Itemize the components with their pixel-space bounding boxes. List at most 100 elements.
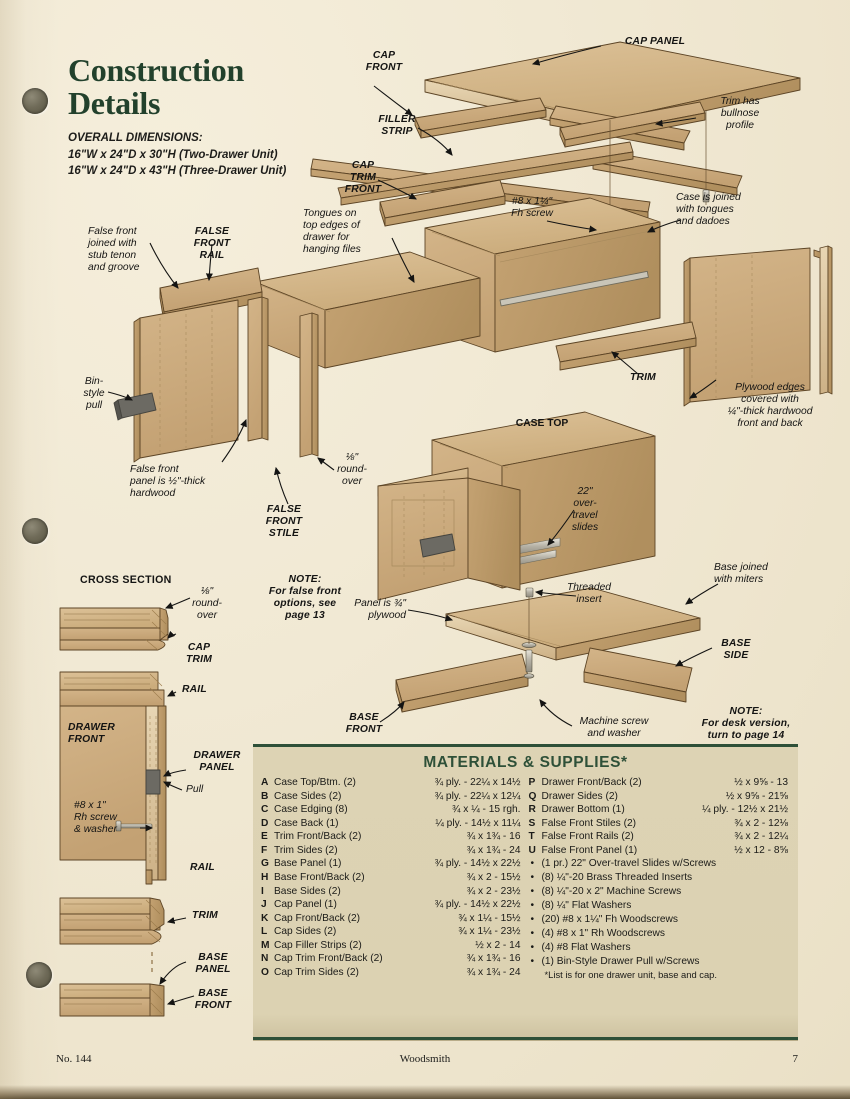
materials-dimension: ¾ x 1¾ - 24 — [466, 844, 521, 856]
materials-dimension: ¾ ply. - 14½ x 22½ — [434, 899, 521, 911]
threaded-insert-icon — [525, 587, 534, 598]
materials-dimension: ¾ x 1¾ - 16 — [466, 953, 521, 965]
page-title: Construction Details — [68, 52, 368, 122]
materials-footnote: *List is for one drawer unit, base and c… — [544, 969, 718, 981]
materials-bullet: •(1) Bin-Style Drawer Pull w/Screws — [530, 955, 700, 967]
materials-part-name: False Front Panel (1) — [541, 844, 638, 856]
callout-base-front-cross-section: BASE FRONT — [194, 988, 232, 1012]
materials-key: T — [528, 831, 535, 843]
callout-rail-lower: RAIL — [190, 862, 215, 873]
callout-fh-screw: #8 x 1¼" Fh screw — [511, 196, 553, 220]
false-front-stile-part-2 — [299, 312, 319, 458]
materials-key: S — [528, 817, 536, 829]
materials-part-name: Base Sides (2) — [274, 885, 341, 897]
materials-key: C — [261, 804, 269, 816]
callout-trim-bullnose: Trim has bullnose profile — [720, 96, 760, 132]
materials-key: E — [261, 831, 268, 843]
materials-key: N — [261, 953, 269, 965]
callout-base-front: BASE FRONT — [345, 712, 383, 736]
cross-section-drawing — [59, 607, 169, 1017]
materials-dimension: ¾ ply. - 22¼ x 12¼ — [434, 790, 521, 802]
case-edging-part — [813, 245, 833, 395]
cap-front-part — [414, 97, 547, 139]
materials-part-name: Base Panel (1) — [274, 858, 342, 870]
footer-magazine: Woodsmith — [399, 1053, 451, 1065]
page-title-line1: Construction — [68, 52, 244, 88]
callout-cap-trim-front: CAP TRIM FRONT — [344, 160, 382, 196]
callout-base-panel-cross-section: BASE PANEL — [195, 952, 231, 976]
materials-bullet: •(4) #8 Flat Washers — [530, 941, 631, 953]
callout-rh-screw: #8 x 1" Rh screw & washer — [74, 800, 117, 836]
materials-bullet: •(4) #8 x 1" Rh Woodscrews — [530, 927, 665, 939]
callout-cap-panel: CAP PANEL — [624, 36, 686, 47]
callout-roundover-exploded: ⅛" round- over — [337, 452, 367, 488]
materials-key: A — [261, 777, 269, 788]
materials-dimension: ¾ x 1¾ - 24 — [466, 966, 521, 978]
callout-case-joined: Case is joined with tongues and dadoes — [676, 192, 741, 228]
callout-threaded-insert: Threaded insert — [566, 582, 612, 606]
materials-key: F — [261, 844, 268, 856]
callout-note-desk-version: NOTE: For desk version, turn to page 14 — [701, 706, 791, 742]
overall-dimensions: OVERALL DIMENSIONS: 16"W x 24"D x 30"H (… — [68, 130, 368, 180]
materials-dimension: ¾ x 2 - 23½ — [466, 885, 521, 897]
materials-key: J — [261, 899, 267, 911]
materials-dimension: ½ x 9⅝ - 21⅝ — [725, 790, 788, 802]
base-side-part — [583, 647, 693, 703]
callout-bin-style-pull: Bin- style pull — [83, 376, 105, 412]
cap-trim-front-part — [379, 179, 506, 227]
materials-dimension: ¾ x ¼ - 15 rgh. — [451, 804, 521, 816]
punch-hole-middle — [22, 518, 48, 544]
materials-part-name: Case Top/Btm. (2) — [274, 777, 356, 788]
materials-part-name: Cap Panel (1) — [274, 899, 337, 911]
materials-dimension: ¾ x 1¼ - 23½ — [458, 926, 521, 938]
materials-part-name: Cap Trim Front/Back (2) — [274, 953, 383, 965]
dimensions-two-drawer: 16"W x 24"D x 30"H (Two-Drawer Unit) — [68, 148, 278, 161]
materials-key: P — [528, 777, 536, 788]
pull-section-icon — [145, 769, 161, 795]
materials-part-name: Drawer Front/Back (2) — [541, 777, 642, 788]
materials-part-name: Case Sides (2) — [274, 790, 342, 802]
materials-key: Q — [528, 790, 537, 802]
callout-rail-upper: RAIL — [182, 684, 207, 695]
false-front-stile-part — [247, 296, 269, 442]
cap-side-parts — [559, 101, 743, 196]
materials-key: D — [261, 817, 269, 829]
materials-key: R — [528, 804, 536, 816]
open-drawer-part — [377, 467, 521, 601]
callout-drawer-front: DRAWER FRONT — [68, 722, 115, 746]
callout-plywood-edges: Plywood edges covered with ¼"-thick hard… — [727, 382, 813, 430]
materials-key: M — [261, 939, 270, 951]
callout-panel-plywood: Panel is ¾" plywood — [354, 598, 406, 622]
materials-part-name: Cap Sides (2) — [274, 926, 337, 938]
materials-dimension: ¾ x 1¼ - 15½ — [458, 912, 521, 924]
materials-part-name: Base Front/Back (2) — [274, 871, 365, 883]
callout-false-front-stile: FALSE FRONT STILE — [265, 504, 303, 540]
materials-key: H — [261, 871, 269, 883]
materials-bullet: •(8) ¼"-20 Brass Threaded Inserts — [530, 872, 693, 884]
materials-key: B — [261, 790, 269, 802]
materials-dimension: ¼ ply. - 12½ x 21½ — [702, 804, 788, 816]
callout-machine-screw: Machine screw and washer — [579, 716, 649, 740]
drawer-pull-icon — [419, 533, 456, 558]
page-title-line2: Details — [68, 85, 161, 122]
materials-part-name: Cap Trim Sides (2) — [274, 966, 359, 978]
callout-trim-cross-section: TRIM — [192, 910, 218, 921]
materials-dimension: ¾ ply. - 14½ x 22½ — [434, 858, 521, 870]
materials-part-name: Cap Filler Strips (2) — [274, 939, 362, 951]
materials-part-name: Case Back (1) — [274, 817, 339, 829]
callout-trim: TRIM — [630, 372, 656, 383]
